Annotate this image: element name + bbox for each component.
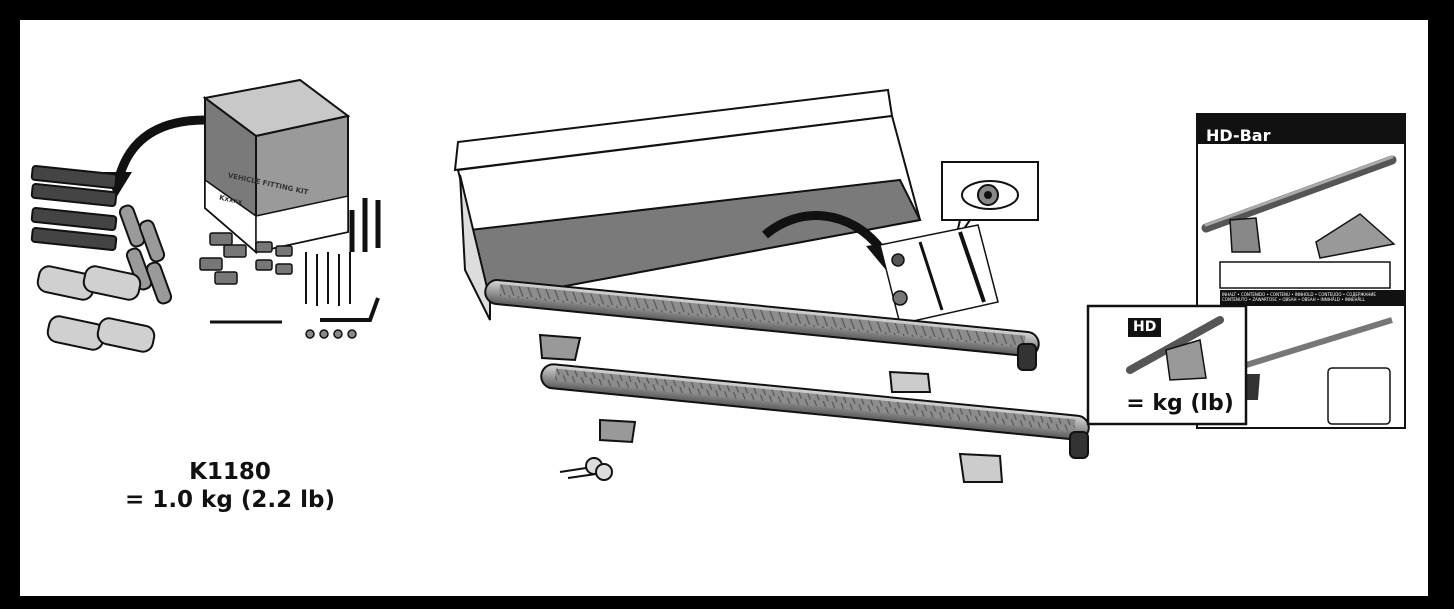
- foot-bases: [36, 265, 156, 353]
- roof-bar-top: [484, 279, 1040, 393]
- manual-contents-line2: CONTENUTO • ZAWARTOSC • OBSAH • OBSAH • …: [1222, 297, 1365, 302]
- hd-badge: HD: [1128, 318, 1162, 337]
- bolts: [305, 252, 351, 306]
- kit-info: K1180 = 1.0 kg (2.2 lb): [80, 458, 380, 514]
- allen-key: [320, 297, 380, 322]
- small-manual-sheet: [879, 224, 999, 325]
- hd-weight: = kg (lb): [1126, 391, 1234, 416]
- manual-contents-line1: INHALT • CONTENIDO • CONTENU • INNHOLD •…: [1222, 292, 1376, 297]
- inspect-callout: [941, 161, 1039, 243]
- illustration-frame: VEHICLE FITTING KIT Kxxxx K1180 = 1.0 kg…: [20, 20, 1428, 596]
- roof-bar-bottom: [540, 363, 1090, 483]
- kit-weight: = 1.0 kg (2.2 lb): [125, 487, 335, 513]
- unpack-arrow: [113, 115, 206, 184]
- keys-icon: [559, 457, 613, 481]
- bar-packaging-box: [453, 88, 922, 321]
- clamp-plates: [118, 204, 173, 305]
- product-illustration: [30, 78, 1406, 483]
- threaded-rods: [349, 198, 381, 252]
- fitting-kit-box: [202, 78, 351, 255]
- manual-title: HD-Bar: [1206, 126, 1271, 145]
- manual-arrow: [762, 211, 884, 251]
- foot-pads: [30, 164, 118, 252]
- small-parts: [199, 232, 293, 285]
- manual-contents-heading: INHALT • CONTENIDO • CONTENU • INNHOLD •…: [1222, 292, 1404, 302]
- hd-callout: [1086, 304, 1248, 426]
- fitting-kit-group: [30, 78, 381, 353]
- kit-model: K1180: [189, 459, 271, 485]
- nuts: [305, 329, 357, 339]
